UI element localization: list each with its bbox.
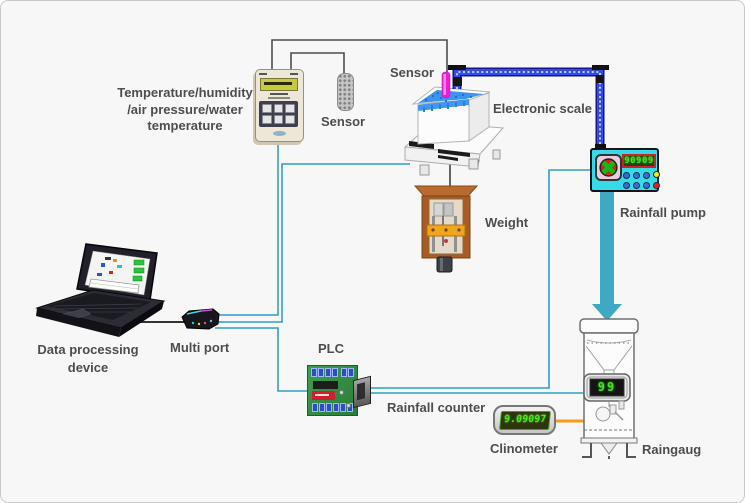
meter-key xyxy=(273,104,284,113)
meter-marking xyxy=(290,73,298,75)
meter-lcd xyxy=(260,78,298,91)
meter-key xyxy=(262,115,272,124)
weight-label: Weight xyxy=(485,215,529,230)
flow-arrow-icon xyxy=(592,192,622,321)
plc-serial-connector xyxy=(353,375,371,409)
temperature-device-label-line2: /air pressure/water xyxy=(127,101,243,117)
multi-port-label: Multi port xyxy=(170,340,230,355)
tipping-bucket xyxy=(595,406,611,422)
rainfall-pump-device: 90909 xyxy=(590,148,660,192)
meter-key xyxy=(273,115,284,124)
plc-screw xyxy=(339,390,344,395)
plc-chip xyxy=(313,381,338,389)
raingauge-leg xyxy=(626,443,636,458)
plc-terminal-block xyxy=(341,368,354,377)
raingauge-leg xyxy=(582,443,592,458)
clinometer-device: 9.09097 xyxy=(493,405,556,435)
water-container xyxy=(411,71,491,145)
signal-lines xyxy=(215,137,591,394)
clinometer-label: Clinometer xyxy=(490,441,558,456)
temperature-meter-device xyxy=(255,69,304,142)
laptop-device xyxy=(35,243,166,337)
pump-button xyxy=(623,172,630,179)
meter-marking xyxy=(259,73,267,75)
pump-button xyxy=(623,182,630,189)
pump-display: 90909 xyxy=(622,154,656,168)
temperature-device-label-line3: temperature xyxy=(147,118,223,133)
pump-button xyxy=(643,172,650,179)
plc-device xyxy=(307,365,371,416)
data-processing-label-line1: Data processing xyxy=(37,342,139,357)
weight-device xyxy=(413,185,479,273)
pump-button xyxy=(643,182,650,189)
pump-button-yellow xyxy=(653,171,660,178)
rainfall-counter-label: Rainfall counter xyxy=(387,400,486,415)
meter-marking xyxy=(270,93,288,95)
plc-terminal-block xyxy=(311,368,338,377)
rainfall-pump-label: Rainfall pump xyxy=(620,205,706,220)
raingauge-display: 99 xyxy=(597,380,617,394)
data-processing-device-label: Data processing device xyxy=(29,341,147,376)
meter-key xyxy=(285,104,295,113)
plc-label: PLC xyxy=(318,341,344,356)
raingauge-device xyxy=(577,317,641,466)
cable-meter-to-air-sensor xyxy=(290,52,345,75)
electronic-scale-label: Electronic scale xyxy=(493,101,592,116)
cable-lines xyxy=(271,39,448,75)
pump-button-red xyxy=(653,182,660,189)
pipe-fitting xyxy=(448,65,466,70)
data-processing-label-line2: device xyxy=(67,359,109,375)
plc-red-module xyxy=(312,391,335,400)
meter-logo xyxy=(273,131,286,136)
line-scale-to-multiport xyxy=(217,163,410,323)
air-sensor-probe xyxy=(337,73,354,111)
clinometer-display: 9.09097 xyxy=(499,411,551,430)
raingauge-rim xyxy=(579,318,639,334)
pump-valve-icon xyxy=(595,154,622,181)
air-sensor-label: Sensor xyxy=(321,114,366,129)
raingauge-label: Raingaug xyxy=(642,442,702,457)
temperature-device-label-line1: Temperature/humidity xyxy=(117,85,253,100)
meter-key xyxy=(262,104,272,113)
water xyxy=(418,90,484,103)
pump-button xyxy=(633,172,640,179)
line-plc-to-pump xyxy=(356,169,591,389)
water-pipe xyxy=(448,65,609,150)
line-multiport-to-plc xyxy=(215,327,308,392)
cable-meter-to-water-sensor xyxy=(271,39,448,74)
temperature-device-label: Temperature/humidity /air pressure/water… xyxy=(106,85,264,135)
meter-marking xyxy=(268,97,290,99)
meter-key xyxy=(285,115,295,124)
pipe-fitting xyxy=(592,65,609,70)
meter-keypad xyxy=(259,101,298,127)
water-sensor-label: Sensor xyxy=(390,65,435,80)
line-meter-to-multiport xyxy=(217,137,279,316)
plc-screw xyxy=(346,403,351,408)
multiport-device xyxy=(181,308,220,330)
pump-button xyxy=(633,182,640,189)
